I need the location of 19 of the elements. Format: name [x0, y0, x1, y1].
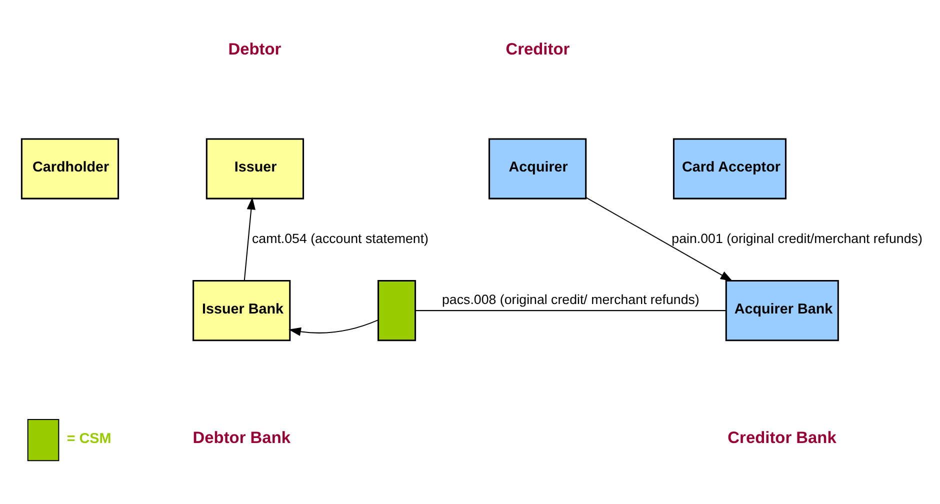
- arrow: [288, 320, 378, 336]
- label: Debtor Bank: [192, 428, 291, 447]
- label: Creditor Bank: [728, 428, 836, 447]
- node-box: Issuer: [206, 138, 304, 200]
- node-box: Card Acceptor: [672, 138, 787, 200]
- connector: [415, 310, 726, 312]
- node-box: Issuer Bank: [192, 280, 291, 342]
- label: Creditor: [506, 40, 570, 58]
- node-box: Acquirer Bank: [725, 280, 839, 342]
- node-box: [378, 280, 416, 342]
- arrow: [586, 196, 733, 282]
- label: Debtor: [228, 40, 282, 58]
- node-box: Acquirer: [488, 138, 587, 200]
- edge-label: camt.054 (account statement): [252, 231, 429, 246]
- node-box: Cardholder: [20, 138, 120, 200]
- edge-label: pain.001 (original credit/merchant refunds): [672, 231, 922, 246]
- arrow: [244, 197, 256, 281]
- edge-label: pacs.008 (original credit/ merchant refunds): [442, 292, 700, 307]
- legend-label: = CSM: [66, 430, 112, 447]
